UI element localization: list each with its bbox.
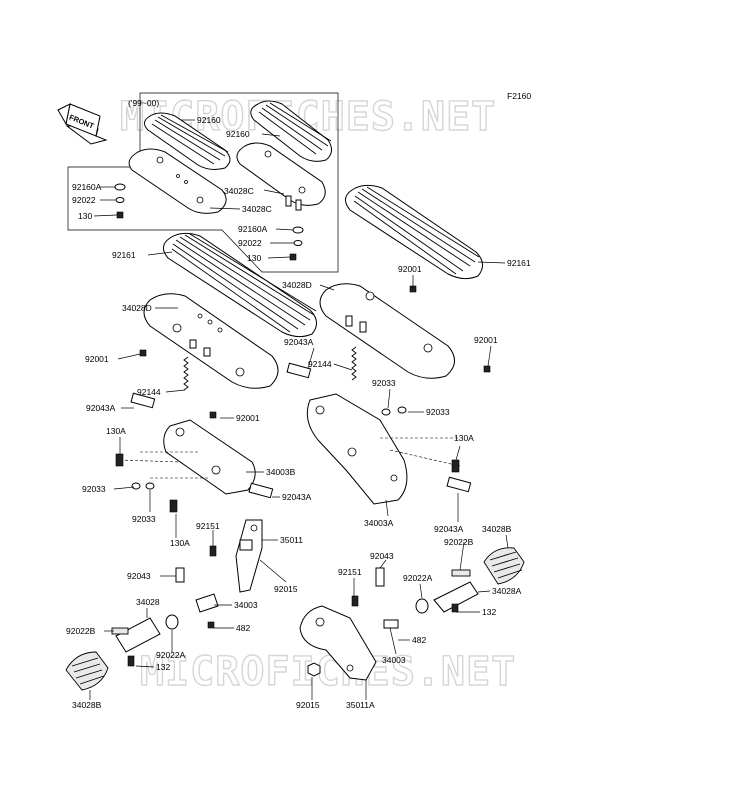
label-92144: 92144: [308, 359, 332, 369]
label-132: 132: [482, 607, 496, 617]
label-130: 130: [78, 211, 92, 221]
label-92022a: 92022A: [403, 573, 433, 583]
inset-board-right: [250, 100, 332, 162]
label-92043a: 92043A: [434, 524, 464, 534]
label-92151: 92151: [338, 567, 362, 577]
label-92022a: 92022A: [156, 650, 186, 660]
label-130a: 130A: [170, 538, 190, 548]
left-pedal-arm: [165, 519, 263, 630]
label-35011: 35011: [280, 535, 303, 545]
inset-box: [67, 92, 339, 273]
right-bracket: [306, 393, 461, 505]
front-arrow-icon: FRONT: [57, 103, 108, 145]
label-92161: 92161: [112, 250, 136, 260]
right-pedal-arm: [299, 567, 399, 681]
label-34028b: 34028B: [482, 524, 512, 534]
watermark-bottom: MICROFICHES.NET: [140, 649, 516, 695]
label-35011a: 35011A: [346, 700, 375, 710]
label-34028d: 34028D: [122, 303, 152, 313]
part-labels: 92160 92160 92160A 92022 130 34028C 3402…: [66, 115, 531, 710]
left-mount-plate: [143, 293, 279, 389]
label-34028c: 34028C: [242, 204, 272, 214]
label-34028b: 34028B: [72, 700, 102, 710]
label-92043: 92043: [127, 571, 151, 581]
label-92001: 92001: [85, 354, 109, 364]
label-92160a: 92160A: [238, 224, 268, 234]
label-92033: 92033: [132, 514, 156, 524]
label-92033: 92033: [426, 407, 450, 417]
label-482: 482: [412, 635, 426, 645]
leader-lines: [89, 119, 509, 700]
label-92033: 92033: [82, 484, 106, 494]
label-34028c: 34028C: [224, 186, 254, 196]
left-footpeg: [65, 617, 161, 691]
label-92151: 92151: [196, 521, 220, 531]
small-fasteners: [131, 285, 491, 490]
label-92161: 92161: [507, 258, 531, 268]
inset-plate-right: [236, 142, 326, 211]
label-34028d: 34028D: [282, 280, 312, 290]
left-floorboard: [163, 232, 317, 338]
right-mount-plate: [319, 283, 455, 379]
label-92022b: 92022B: [444, 537, 474, 547]
label-130a: 130A: [106, 426, 126, 436]
label-92022: 92022: [238, 238, 262, 248]
label-92043: 92043: [370, 551, 394, 561]
label-92015: 92015: [274, 584, 298, 594]
label-92144: 92144: [137, 387, 161, 397]
label-130a: 130A: [454, 433, 474, 443]
label-92160: 92160: [197, 115, 221, 125]
label-482: 482: [236, 623, 250, 633]
right-footpeg: [415, 547, 525, 614]
label-92160a: 92160A: [72, 182, 102, 192]
label-34028: 34028: [136, 597, 160, 607]
label-34028a: 34028A: [492, 586, 522, 596]
figure-code: F2160: [507, 91, 531, 101]
label-92043a: 92043A: [86, 403, 116, 413]
right-floorboard: [345, 184, 483, 280]
label-92015: 92015: [296, 700, 320, 710]
label-34003: 34003: [382, 655, 406, 665]
label-92043a: 92043A: [284, 337, 314, 347]
label-34003a: 34003A: [364, 518, 394, 528]
left-bracket: [119, 419, 256, 495]
label-92033: 92033: [372, 378, 396, 388]
label-130: 130: [247, 253, 261, 263]
label-92001: 92001: [398, 264, 422, 274]
label-92022: 92022: [72, 195, 96, 205]
inset-plate-left: [128, 148, 227, 214]
label-92043a: 92043A: [282, 492, 312, 502]
label-92001: 92001: [474, 335, 498, 345]
inset-board-left: [144, 112, 231, 170]
label-132: 132: [156, 662, 170, 672]
inset-note: ('99~00): [128, 98, 159, 108]
pins-springs: [115, 346, 472, 513]
label-34003b: 34003B: [266, 467, 296, 477]
label-34003: 34003: [234, 600, 258, 610]
label-92001: 92001: [236, 413, 260, 423]
label-92022b: 92022B: [66, 626, 96, 636]
label-92160: 92160: [226, 129, 250, 139]
